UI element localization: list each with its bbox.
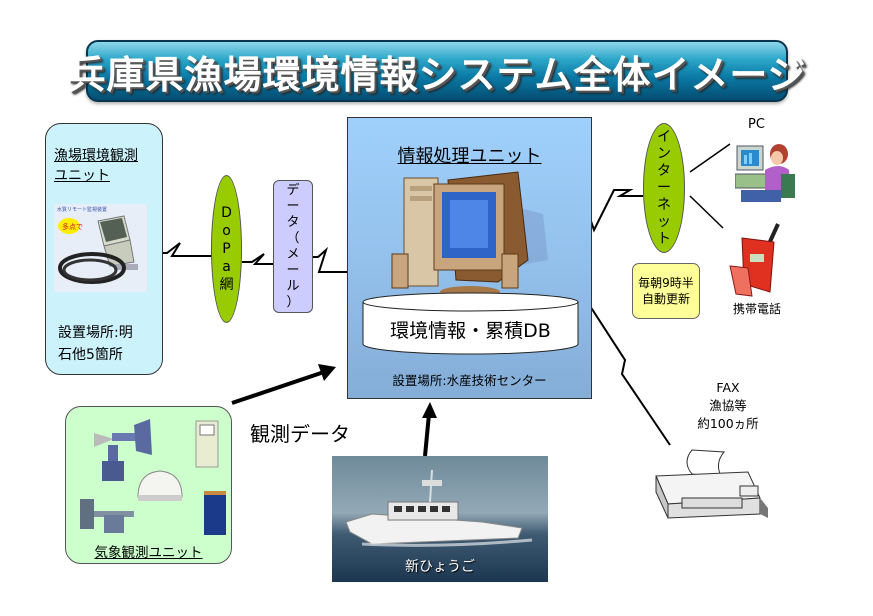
data-mail-char: メ (286, 246, 300, 262)
pc-label: PC (748, 117, 765, 132)
auto-update-note: 毎朝9時半 自動更新 (632, 263, 700, 319)
fax-label-line3: 約100ヵ所 (697, 416, 759, 431)
internet-char: ン (657, 145, 671, 162)
data-mail-char: ル (286, 278, 300, 294)
data-mail-char: ー (286, 262, 300, 278)
photo-caption: 水質リモート監視装置 (57, 206, 107, 213)
water-monitor-photo: 水質リモート監視装置 多点で (54, 204, 147, 292)
fax-machine-icon (655, 449, 768, 519)
update-note-line1: 毎朝9時半 (638, 276, 694, 290)
fax-label-line1: FAX (716, 380, 740, 395)
mobile-phone-label: 携帯電話 (733, 302, 782, 316)
ship-icon (345, 469, 533, 547)
pc-user-icon (735, 144, 795, 202)
data-mail-char: （ (286, 230, 300, 246)
data-mail-char: ） (286, 294, 300, 310)
vessel-name-label: 新ひょうご (405, 559, 475, 575)
observation-location-line1: 設置場所:明 (58, 325, 133, 341)
link-processing-to-fax (567, 271, 671, 446)
weather-unit-box: 気象観測ユニット (65, 406, 232, 564)
observation-unit-title-line2: ユニット (54, 168, 110, 184)
arrow-boat-to-processing (423, 413, 431, 457)
computer-icon (391, 171, 548, 300)
database-cylinder (362, 292, 579, 355)
database-label: 環境情報・累積DB (390, 320, 551, 342)
internet-char: ー (657, 179, 671, 196)
photo-badge: 多点で (62, 222, 83, 231)
water-monitor-icon: 水質リモート監視装置 多点で (54, 204, 147, 292)
observation-data-label: 観測データ (250, 422, 350, 446)
dopa-char: P (222, 241, 231, 257)
dopa-network-node: D o P a 網 (211, 175, 242, 323)
internet-node: イ ン タ ー ネ ッ ト (643, 123, 685, 253)
internet-char: ッ (657, 213, 671, 230)
link-dopa-to-mail (242, 253, 273, 265)
observation-unit-box: 漁場環境観測 ユニット 水質リモート監視装置 多点で 設置場所:明 石他5箇所 (45, 123, 163, 375)
research-vessel-photo (332, 456, 548, 582)
data-mail-char: タ (286, 214, 300, 230)
data-mail-char: ー (286, 198, 300, 214)
observation-unit-title-line1: 漁場環境観測 (54, 148, 138, 164)
arrowhead-weather (318, 364, 336, 381)
internet-char: タ (657, 162, 671, 179)
link-mail-to-processing (313, 246, 400, 273)
internet-char: ネ (657, 196, 671, 213)
dopa-char: a (222, 259, 231, 275)
page-title: 兵庫県漁場環境情報システム全体イメージ (67, 52, 807, 97)
link-internet-to-pc (689, 143, 731, 173)
observation-unit-location: 設置場所:明 石他5箇所 (58, 322, 133, 366)
data-mail-char: デ (286, 182, 300, 198)
internet-char: ト (657, 230, 671, 247)
observation-location-line2: 石他5箇所 (58, 347, 123, 363)
dopa-char: D (221, 205, 232, 221)
data-mail-node: デ ー タ （ メ ー ル ） (273, 180, 313, 313)
processing-unit-location: 設置場所:水産技術センター (392, 373, 547, 388)
fax-label: FAX 漁協等 約100ヵ所 (688, 379, 768, 433)
weather-instruments-icon (80, 419, 226, 535)
update-note-line2: 自動更新 (641, 292, 690, 306)
fax-label-line2: 漁協等 (709, 398, 747, 413)
link-internet-to-phone (689, 195, 724, 229)
dopa-char: o (222, 223, 231, 239)
observation-unit-title: 漁場環境観測 ユニット (54, 146, 138, 186)
processing-unit-box: 情報処理ユニット 設置場所:水産技術センター (347, 117, 592, 399)
title-banner: 兵庫県漁場環境情報システム全体イメージ (67, 40, 806, 102)
mobile-phone-icon (729, 223, 780, 297)
dopa-char: 網 (219, 277, 234, 293)
processing-unit-title: 情報処理ユニット (397, 146, 542, 167)
weather-unit-title: 気象観測ユニット (94, 545, 203, 561)
arrowhead-boat (422, 402, 437, 418)
internet-char: イ (657, 128, 671, 145)
arrow-weather-to-processing (231, 370, 325, 405)
